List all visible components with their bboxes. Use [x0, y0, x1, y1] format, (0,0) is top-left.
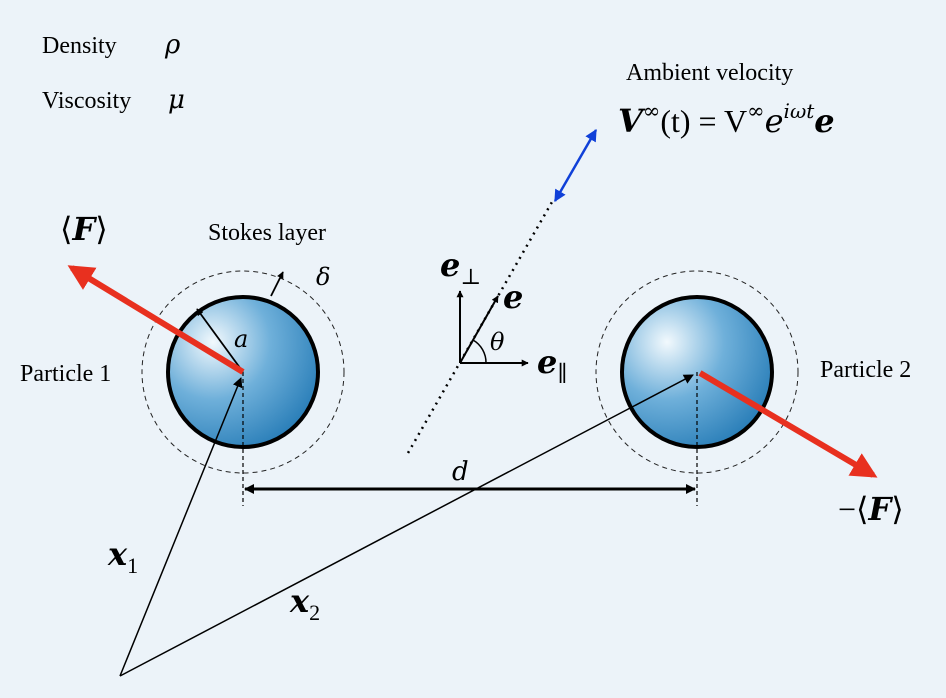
distance-label: d	[452, 457, 469, 487]
delta-label: δ	[316, 263, 330, 291]
viscosity-label: Viscosity	[42, 88, 131, 114]
position-vector-x1	[119, 377, 243, 677]
e-label: e	[503, 278, 523, 316]
particle-1-label: Particle 1	[20, 361, 111, 387]
negative-force-label: −⟨F⟩	[838, 490, 904, 528]
stokes-layer-2	[595, 270, 799, 474]
ambient-velocity-title: Ambient velocity	[626, 60, 793, 86]
radius-arrow	[196, 308, 244, 373]
stokes-thickness-arrow	[270, 271, 284, 297]
density-label: Density	[42, 33, 117, 59]
viscosity-symbol: μ	[168, 85, 185, 115]
theta-label: θ	[490, 328, 505, 356]
theta-arc	[472, 339, 487, 364]
force-label: ⟨F⟩	[60, 210, 108, 248]
x1-label: x1	[107, 535, 138, 578]
ambient-velocity-equation: V∞(t) = V∞eiωte	[618, 99, 835, 140]
particle-2-label: Particle 2	[820, 357, 911, 383]
e-arrow	[459, 295, 499, 364]
ambient-oscillation-arrow	[553, 128, 598, 203]
x2-label: x2	[289, 582, 320, 625]
e-perp-label: e⊥	[440, 246, 481, 289]
density-symbol: ρ	[164, 30, 181, 60]
basis-vectors	[456, 290, 529, 367]
radius-label: a	[234, 325, 248, 353]
stokes-layer-label: Stokes layer	[208, 220, 326, 246]
position-vector-x2	[119, 374, 694, 677]
stokes-layer-1	[141, 270, 345, 474]
e-parallel-label: e∥	[537, 343, 568, 386]
force-arrow-particle-1	[67, 265, 245, 375]
force-arrow-particle-2	[698, 370, 878, 478]
